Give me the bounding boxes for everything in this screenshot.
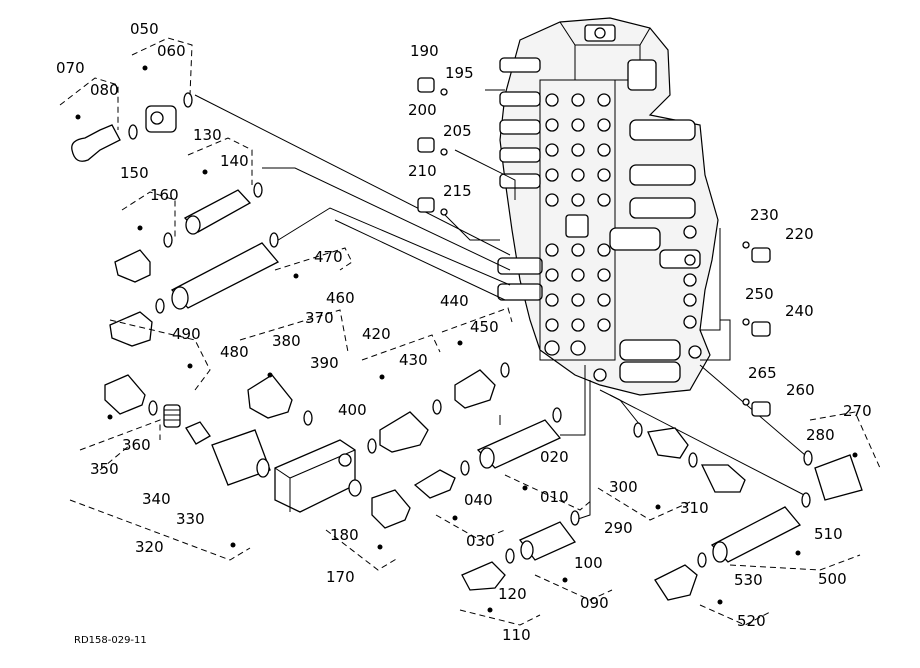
callout-260: 260 [786, 381, 815, 399]
callout-480: 480 [220, 343, 249, 361]
callout-320: 320 [135, 538, 164, 556]
callout-labels: 010 020 030 040 050 060 070 080 090 100 … [56, 20, 872, 644]
callout-520: 520 [737, 612, 766, 630]
callout-340: 340 [142, 490, 171, 508]
callout-420: 420 [362, 325, 391, 343]
callout-360: 360 [122, 436, 151, 454]
callout-190: 190 [410, 42, 439, 60]
callout-210: 210 [408, 162, 437, 180]
callout-100: 100 [574, 554, 603, 572]
leader-dots [75, 65, 858, 613]
callout-270: 270 [843, 402, 872, 420]
callout-180: 180 [330, 526, 359, 544]
callout-380: 380 [272, 332, 301, 350]
callout-280: 280 [806, 426, 835, 444]
callout-370: 370 [305, 309, 334, 327]
control-valve-assembly [497, 17, 719, 396]
callout-120: 120 [498, 585, 527, 603]
callout-090: 090 [580, 594, 609, 612]
callout-205: 205 [443, 122, 472, 140]
callout-350: 350 [90, 460, 119, 478]
connection-lines [194, 89, 811, 521]
callout-530: 530 [734, 571, 763, 589]
callout-050: 050 [130, 20, 159, 38]
callout-220: 220 [785, 225, 814, 243]
callout-500: 500 [818, 570, 847, 588]
drawing-code: RD158-029-11 [74, 635, 147, 646]
callout-490: 490 [172, 325, 201, 343]
callout-010: 010 [540, 488, 569, 506]
callout-020: 020 [540, 448, 569, 466]
callout-460: 460 [326, 289, 355, 307]
callout-390: 390 [310, 354, 339, 372]
fittings [71, 77, 863, 601]
callout-265: 265 [748, 364, 777, 382]
callout-070: 070 [56, 59, 85, 77]
callout-160: 160 [150, 186, 179, 204]
callout-230: 230 [750, 206, 779, 224]
callout-300: 300 [609, 478, 638, 496]
group-brackets [59, 37, 881, 626]
callout-430: 430 [399, 351, 428, 369]
callout-400: 400 [338, 401, 367, 419]
callout-040: 040 [464, 491, 493, 509]
callout-440: 440 [440, 292, 469, 310]
callout-060: 060 [157, 42, 186, 60]
callout-470: 470 [314, 248, 343, 266]
callout-330: 330 [176, 510, 205, 528]
callout-310: 310 [680, 499, 709, 517]
callout-200: 200 [408, 101, 437, 119]
callout-290: 290 [604, 519, 633, 537]
callout-140: 140 [220, 152, 249, 170]
callout-510: 510 [814, 525, 843, 543]
callout-215: 215 [443, 182, 472, 200]
callout-240: 240 [785, 302, 814, 320]
callout-080: 080 [90, 81, 119, 99]
callout-195: 195 [445, 64, 474, 82]
callout-150: 150 [120, 164, 149, 182]
callout-450: 450 [470, 318, 499, 336]
callout-110: 110 [502, 626, 531, 644]
callout-130: 130 [193, 126, 222, 144]
callout-250: 250 [745, 285, 774, 303]
callout-170: 170 [326, 568, 355, 586]
callout-030: 030 [466, 532, 495, 550]
